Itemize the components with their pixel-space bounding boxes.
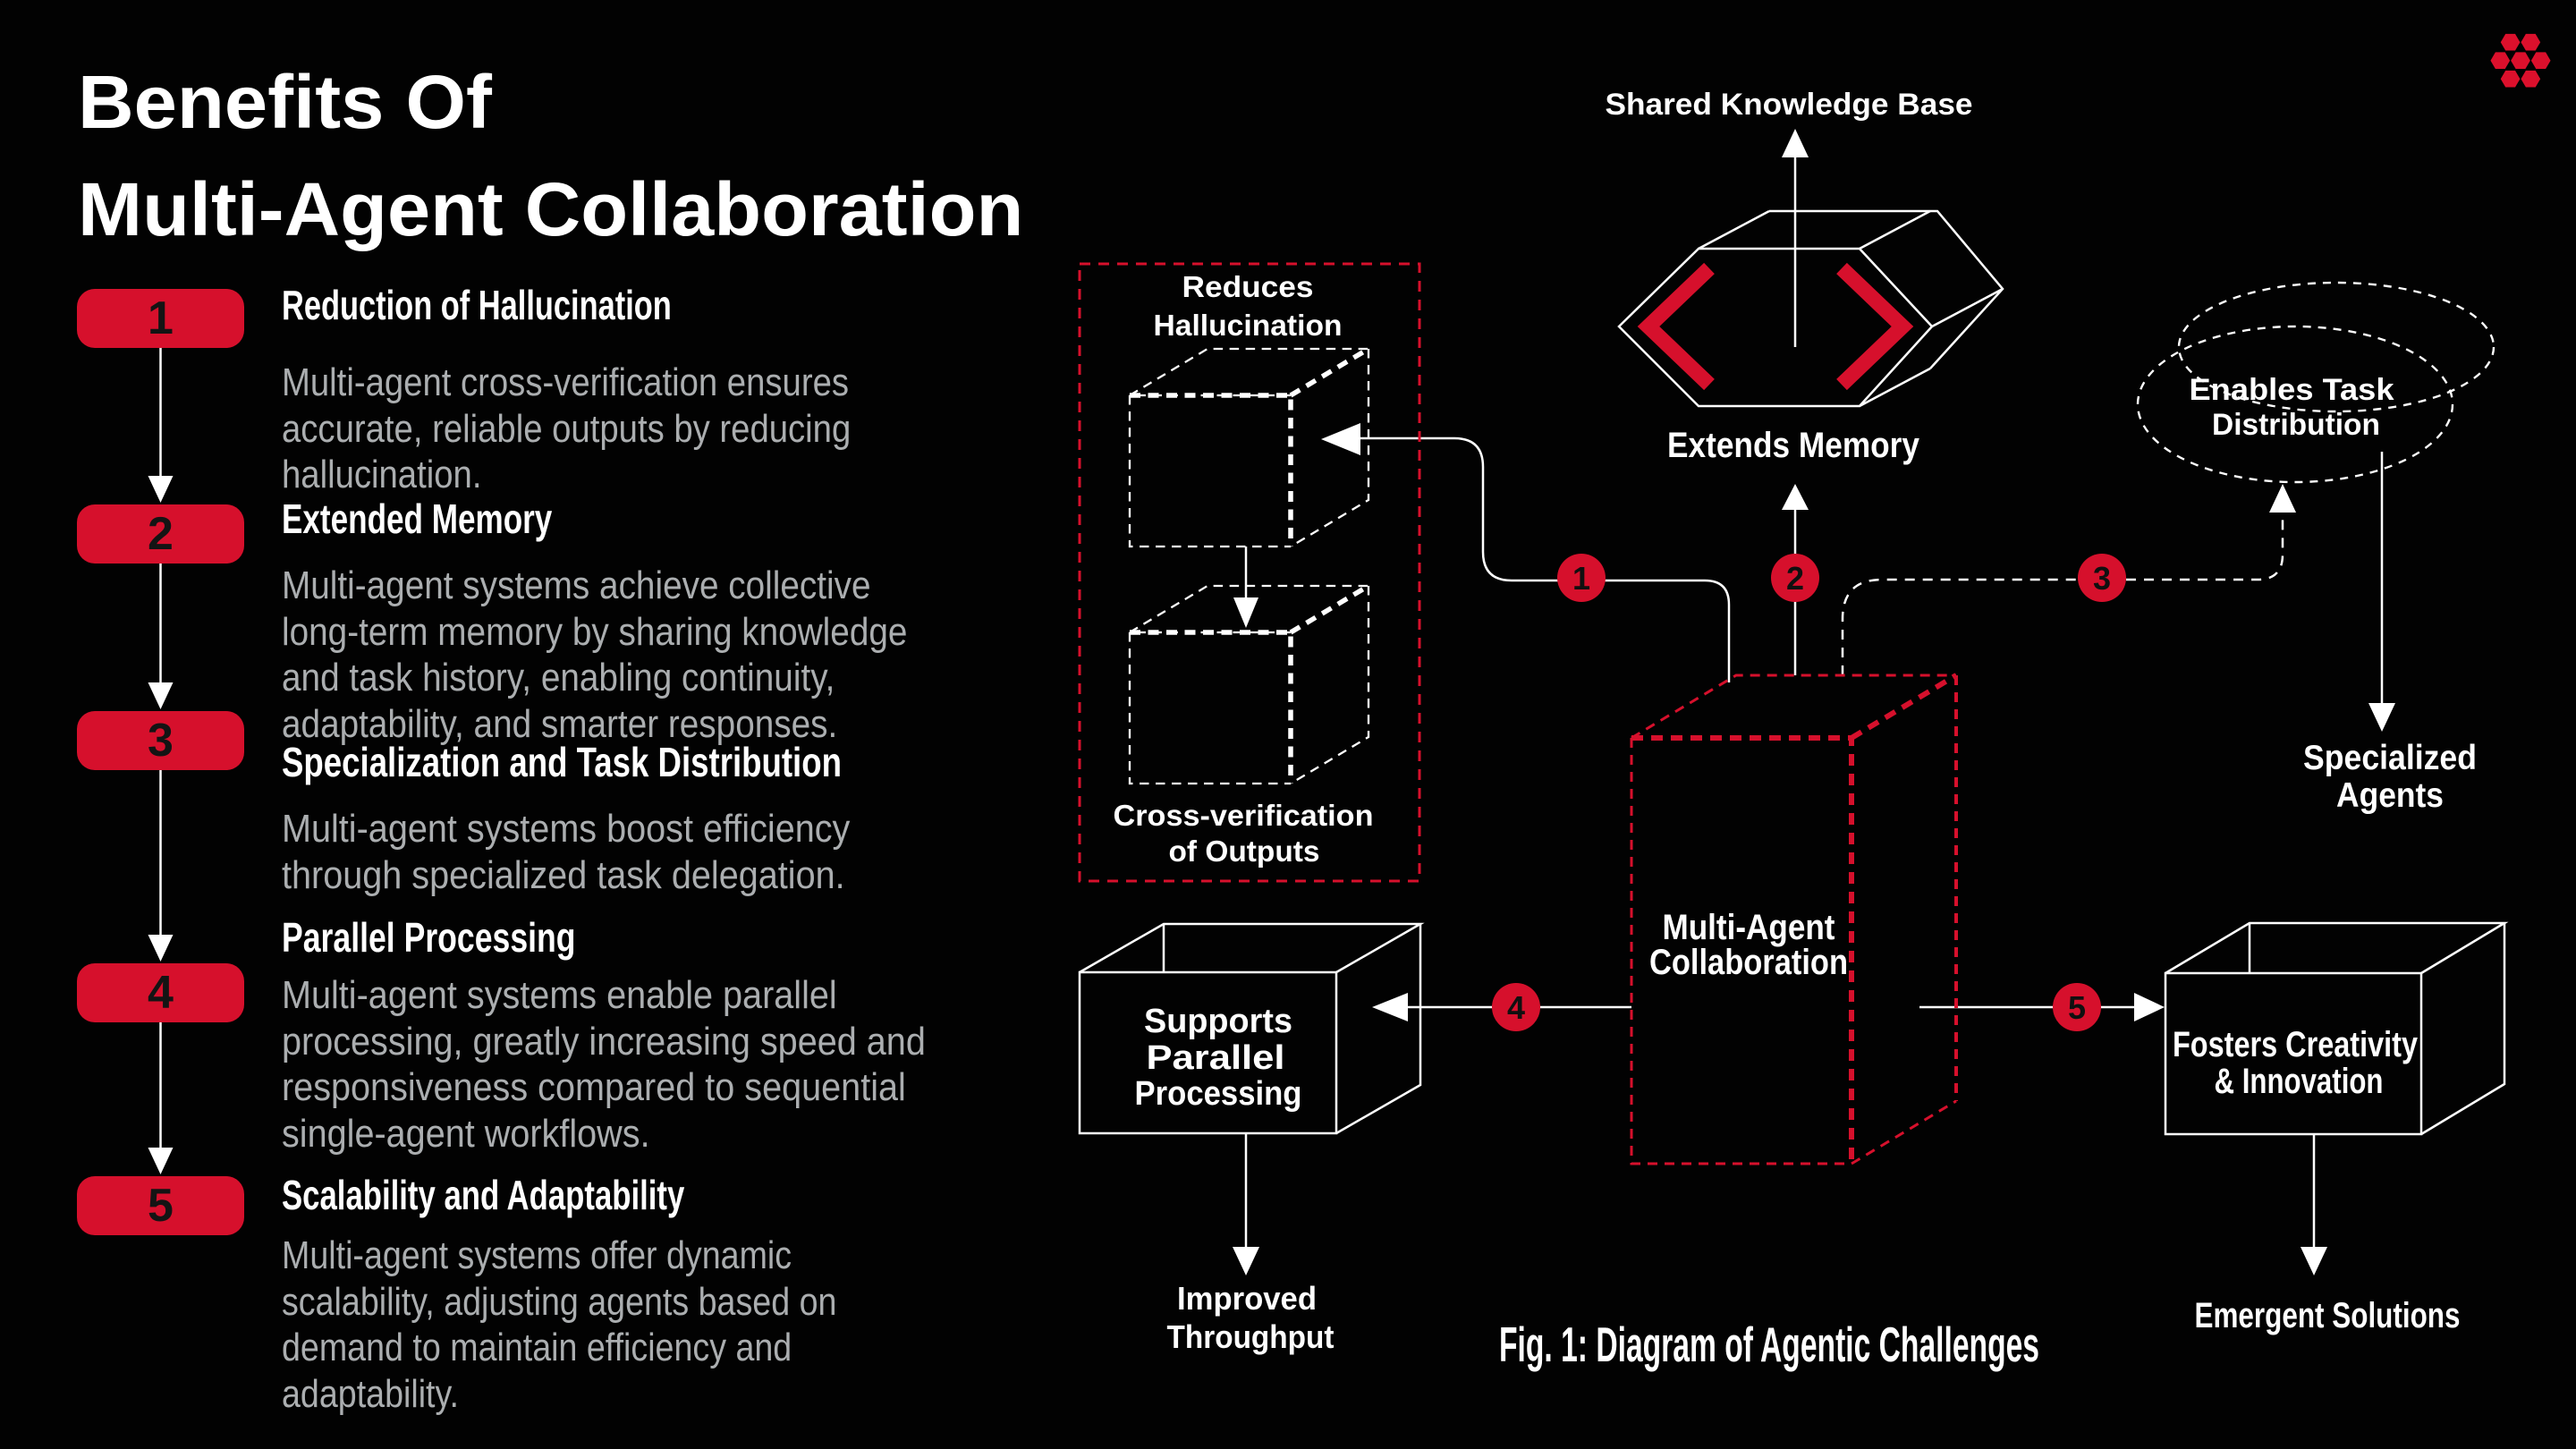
svg-text:Agents: Agents bbox=[2336, 776, 2444, 815]
svg-text:Shared Knowledge Base: Shared Knowledge Base bbox=[1606, 88, 1973, 122]
svg-text:Enables Task: Enables Task bbox=[2190, 373, 2394, 407]
svg-text:Parallel: Parallel bbox=[1147, 1039, 1285, 1077]
svg-text:Collaboration: Collaboration bbox=[1649, 943, 1848, 982]
svg-text:Fig. 1: Diagram of Agentic Cha: Fig. 1: Diagram of Agentic Challenges bbox=[1499, 1317, 2039, 1372]
svg-text:1: 1 bbox=[1572, 560, 1590, 597]
svg-text:4: 4 bbox=[1507, 989, 1525, 1026]
svg-text:3: 3 bbox=[2093, 560, 2111, 597]
svg-text:Emergent Solutions: Emergent Solutions bbox=[2195, 1296, 2461, 1335]
svg-text:& Innovation: & Innovation bbox=[2215, 1062, 2384, 1101]
svg-text:Multi-Agent: Multi-Agent bbox=[1663, 908, 1835, 947]
svg-text:Cross-verification: Cross-verification bbox=[1114, 799, 1374, 832]
svg-text:Fosters Creativity: Fosters Creativity bbox=[2173, 1025, 2419, 1064]
svg-text:Distribution: Distribution bbox=[2212, 408, 2380, 442]
svg-text:Extends Memory: Extends Memory bbox=[1667, 426, 1920, 465]
svg-text:Reduces: Reduces bbox=[1182, 270, 1314, 303]
svg-text:Specialized: Specialized bbox=[2303, 739, 2477, 777]
svg-text:5: 5 bbox=[2068, 989, 2086, 1026]
svg-text:Processing: Processing bbox=[1135, 1075, 1302, 1113]
svg-text:of Outputs: of Outputs bbox=[1169, 835, 1320, 868]
svg-text:Throughput: Throughput bbox=[1167, 1318, 1335, 1355]
svg-text:2: 2 bbox=[1786, 560, 1804, 597]
svg-text:Supports: Supports bbox=[1144, 1003, 1292, 1040]
svg-text:Hallucination: Hallucination bbox=[1154, 309, 1343, 342]
svg-text:Improved: Improved bbox=[1177, 1280, 1317, 1317]
